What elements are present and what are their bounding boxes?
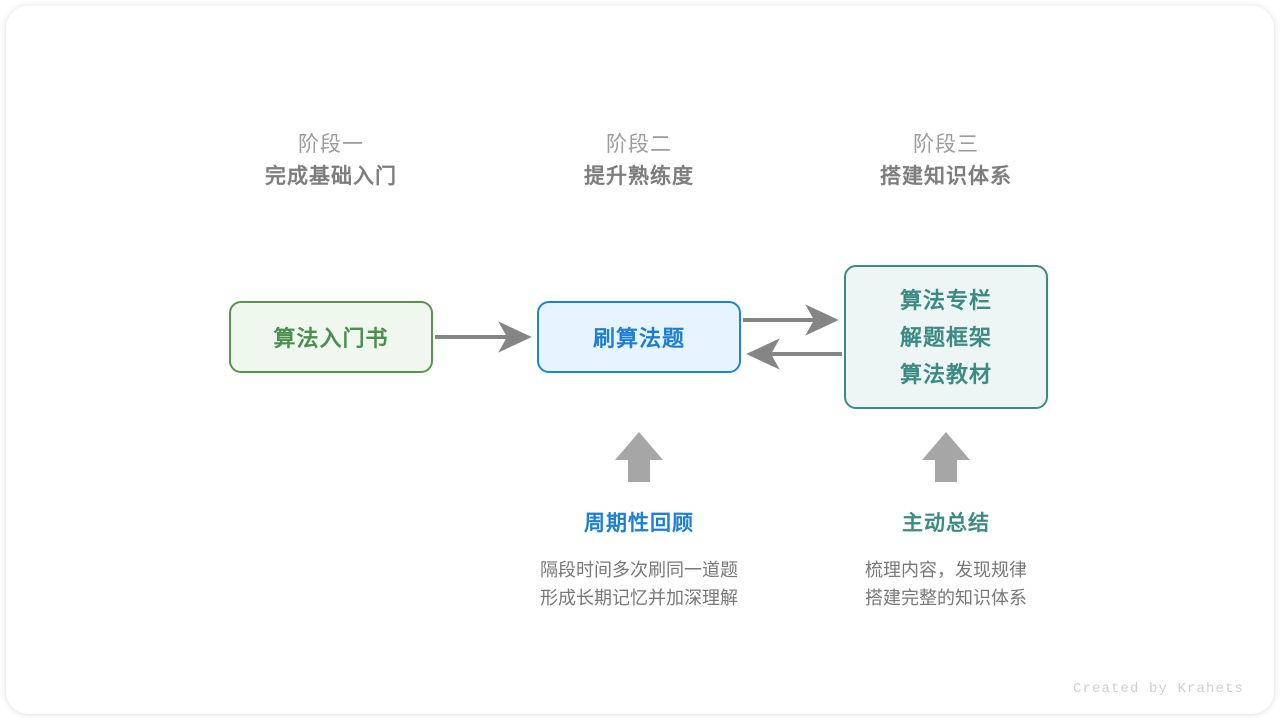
node-practice-problems-label: 刷算法题 xyxy=(592,326,685,351)
node-practice-problems[interactable]: 刷算法题 xyxy=(537,301,741,373)
note-active-summary-title: 主动总结 xyxy=(902,512,990,535)
stage-2-subtitle: 阶段二 xyxy=(606,133,672,156)
stage-3-title: 搭建知识体系 xyxy=(880,165,1012,188)
note-periodic-review: 周期性回顾 隔段时间多次刷同一道题 形成长期记忆并加深理解 xyxy=(489,509,789,612)
node-knowledge-resources[interactable]: 算法专栏 解题框架 算法教材 xyxy=(844,265,1048,409)
stage-header-3: 阶段三 搭建知识体系 xyxy=(816,130,1076,194)
node-intro-book[interactable]: 算法入门书 xyxy=(229,301,433,373)
credit-text: Created by Krahets xyxy=(1072,681,1244,697)
stage-3-subtitle: 阶段三 xyxy=(913,133,979,156)
note-active-summary-body-line1: 梳理内容，发现规律 xyxy=(865,560,1027,580)
stage-1-title: 完成基础入门 xyxy=(265,165,397,188)
node-resource-line-2: 解题框架 xyxy=(899,324,992,350)
note-active-summary-body-line2: 搭建完整的知识体系 xyxy=(865,588,1027,608)
note-active-summary: 主动总结 梳理内容，发现规律 搭建完整的知识体系 xyxy=(796,509,1096,612)
stage-header-1: 阶段一 完成基础入门 xyxy=(201,130,461,194)
note-periodic-review-title: 周期性回顾 xyxy=(584,512,694,535)
note-periodic-review-body: 隔段时间多次刷同一道题 形成长期记忆并加深理解 xyxy=(489,556,789,612)
stage-1-subtitle: 阶段一 xyxy=(298,133,364,156)
stage-header-2: 阶段二 提升熟练度 xyxy=(509,130,769,194)
note-active-summary-body: 梳理内容，发现规律 搭建完整的知识体系 xyxy=(796,556,1096,612)
stage-2-title: 提升熟练度 xyxy=(584,165,694,188)
note-periodic-review-body-line2: 形成长期记忆并加深理解 xyxy=(540,588,738,608)
node-resource-line-3: 算法教材 xyxy=(899,361,992,387)
node-resource-line-1: 算法专栏 xyxy=(899,287,992,313)
note-periodic-review-body-line1: 隔段时间多次刷同一道题 xyxy=(540,560,738,580)
node-intro-book-label: 算法入门书 xyxy=(273,326,389,351)
